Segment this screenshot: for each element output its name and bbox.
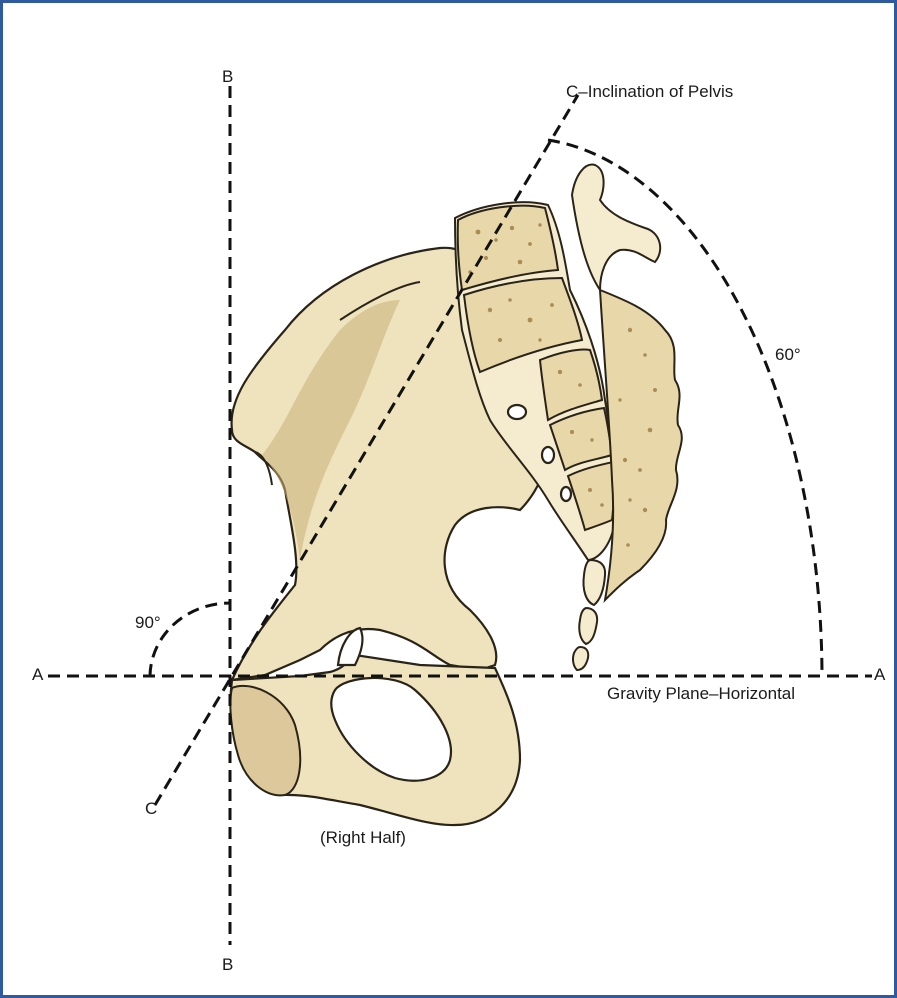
coccyx-2 <box>579 608 597 644</box>
label-b-top: B <box>222 67 233 86</box>
sacral-ala <box>572 165 660 290</box>
label-right-half: (Right Half) <box>320 828 406 847</box>
label-c-bottom: C <box>145 799 157 818</box>
arc-90 <box>150 603 230 676</box>
label-a-right: A <box>874 665 886 684</box>
label-gravity-plane: Gravity Plane–Horizontal <box>607 684 795 703</box>
sacral-foramen-1 <box>508 405 526 419</box>
label-a-left: A <box>32 665 44 684</box>
label-angle-90: 90° <box>135 613 161 632</box>
sacral-crest <box>600 290 682 600</box>
label-c-top: C–Inclination of Pelvis <box>566 82 733 101</box>
coccyx-3 <box>573 647 588 670</box>
sacral-foramen-2 <box>542 447 554 463</box>
sacral-foramen-3 <box>561 487 571 501</box>
label-b-bottom: B <box>222 955 233 974</box>
coccyx-1 <box>583 560 605 605</box>
pelvis-illustration <box>230 165 681 825</box>
label-angle-60: 60° <box>775 345 801 364</box>
